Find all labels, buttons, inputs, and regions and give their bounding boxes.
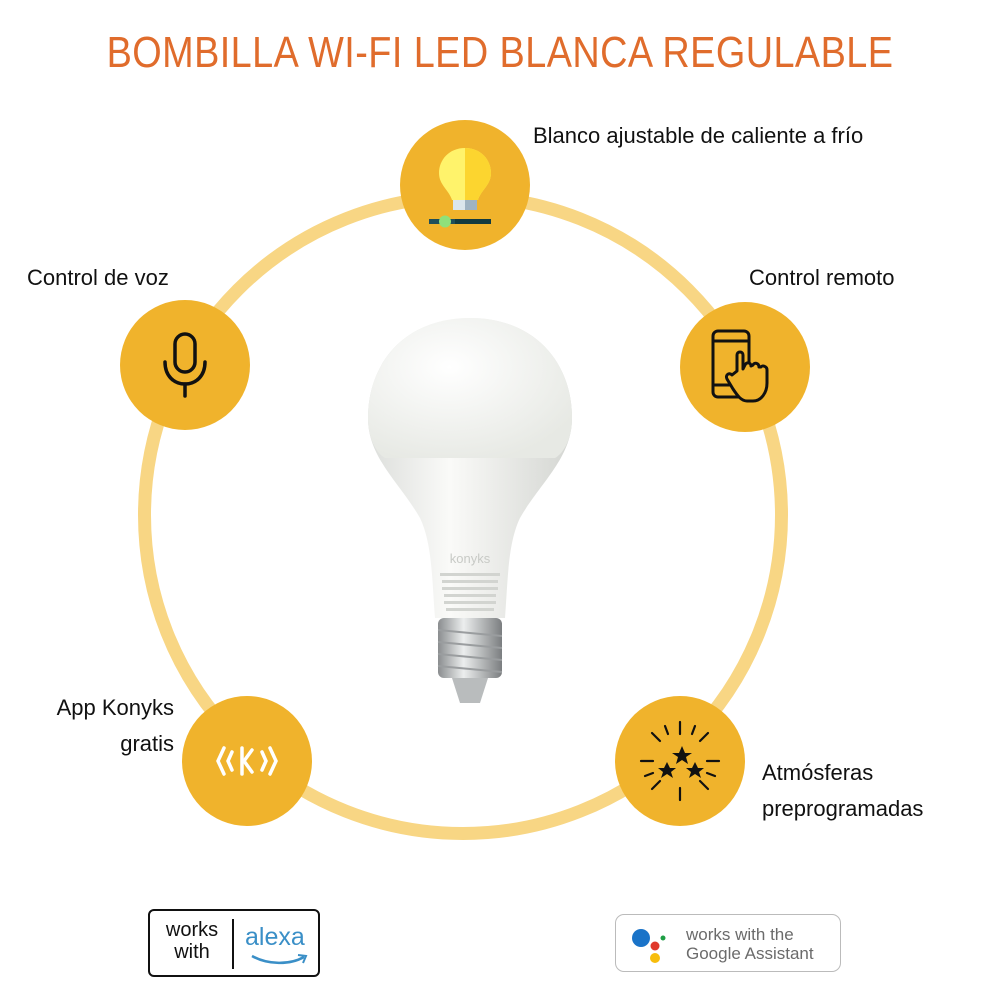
works-with-alexa-badge: works with alexa xyxy=(148,909,320,977)
feature-konyks-app xyxy=(182,696,312,826)
alexa-works: works xyxy=(165,919,219,941)
feature-label-adjustable-white: Blanco ajustable de caliente a frío xyxy=(533,123,864,148)
feature-voice-control xyxy=(120,300,250,430)
alexa-with: with xyxy=(174,941,210,963)
microphone-icon xyxy=(163,332,207,398)
feature-label-line: gratis xyxy=(120,731,174,756)
feature-label-preset-atmospheres: Atmósferas preprogramadas xyxy=(762,755,923,827)
alexa-works-text: works with xyxy=(162,919,222,963)
led-bulb-image: konyks xyxy=(368,318,572,703)
page-title: BOMBILLA WI-FI LED BLANCA REGULABLE xyxy=(106,28,894,77)
google-badge-text: works with the Google Assistant xyxy=(686,925,814,963)
alexa-smile-icon xyxy=(251,954,308,965)
feature-adjustable-white xyxy=(400,120,530,250)
feature-label-line: App Konyks xyxy=(56,695,174,720)
badge-divider xyxy=(232,919,234,969)
feature-remote-control xyxy=(680,302,810,432)
google-line2: Google Assistant xyxy=(686,944,814,963)
feature-label-konyks-app: App Konyks gratis xyxy=(54,690,174,762)
feature-label-remote-control: Control remoto xyxy=(749,265,895,290)
bulb-brand-logo: konyks xyxy=(450,551,491,566)
konyks-app-icon xyxy=(216,746,278,776)
feature-label-line: Atmósferas xyxy=(762,760,874,785)
phone-touch-icon xyxy=(711,329,769,403)
alexa-logo: alexa xyxy=(245,923,305,951)
stars-icon xyxy=(639,720,721,802)
works-with-google-assistant-badge: works with the Google Assistant xyxy=(615,914,841,972)
google-assistant-dots-icon xyxy=(632,929,666,963)
feature-label-line: preprogramadas xyxy=(762,796,924,821)
feature-preset-atmospheres xyxy=(615,696,745,826)
google-line1: works with the xyxy=(686,925,794,944)
bulb-slider-icon xyxy=(429,148,491,228)
feature-label-voice-control: Control de voz xyxy=(27,265,169,290)
